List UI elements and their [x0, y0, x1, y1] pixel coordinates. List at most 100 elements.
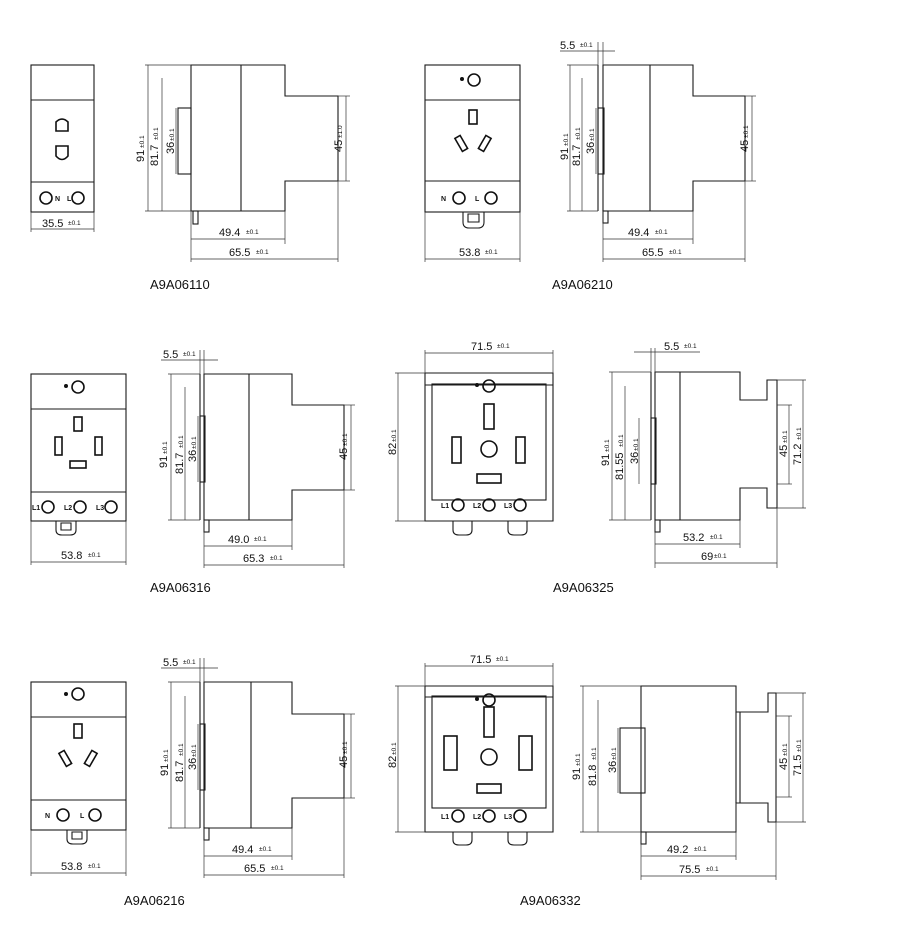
socket-pin-ground-icon: [69, 460, 87, 469]
svg-text:±0.1: ±0.1: [669, 249, 682, 256]
svg-text:81.8: 81.8: [587, 765, 599, 786]
svg-text:71.5: 71.5: [471, 341, 492, 353]
svg-text:L2: L2: [473, 503, 481, 510]
socket-pin-icon: [451, 436, 462, 464]
svg-text:91: 91: [158, 456, 170, 468]
svg-text:±0.1: ±0.1: [618, 434, 625, 447]
terminal-screw-icon: [88, 808, 102, 822]
drawing-a9a06110: N L 35.5 ±0.1 91 ±0.1 81.7 ±0.1 36 ±0.1: [30, 64, 350, 292]
drawing-a9a06210: N L 53.8 ±0.1 5.5 ±0.1 91 ±0.1: [424, 40, 756, 292]
svg-text:L1: L1: [32, 505, 40, 512]
svg-text:±0.1: ±0.1: [162, 441, 169, 454]
socket-pin-bottom-icon: [55, 145, 69, 161]
socket-pin-icon: [483, 706, 495, 738]
svg-text:±0.1: ±0.1: [342, 741, 349, 754]
svg-text:82: 82: [387, 443, 399, 455]
front-view: L1 L2 L3 71.5 ±0.1 82 ±0.1: [387, 341, 554, 536]
socket-pin-icon: [515, 436, 526, 464]
svg-text:36: 36: [187, 758, 199, 770]
svg-text:±0.1: ±0.1: [563, 133, 570, 146]
terminal-screw-icon: [484, 191, 498, 205]
front-view: L1 L2 L3 53.8 ±0.1: [30, 373, 127, 565]
svg-text:±0.1: ±0.1: [485, 249, 498, 256]
din-clip-icon: [452, 832, 473, 846]
terminal-label-n: N: [55, 196, 60, 203]
svg-text:53.8: 53.8: [61, 861, 82, 873]
svg-text:91: 91: [600, 454, 612, 466]
led-icon: [64, 384, 68, 388]
led-icon: [460, 77, 464, 81]
svg-text:±0.1: ±0.1: [714, 553, 727, 560]
svg-text:49.4: 49.4: [232, 844, 253, 856]
svg-text:49.4: 49.4: [628, 227, 649, 239]
svg-text:±0.1: ±0.1: [88, 863, 101, 870]
socket-pin-icon: [57, 749, 73, 768]
model-caption: A9A06110: [150, 277, 210, 292]
side-view: 5.5 ±0.1 91 ±0.1 81.7 ±0.1 36 ±0.1 45 ±0…: [559, 40, 756, 262]
indicator-icon: [467, 73, 481, 87]
svg-text:±0.1: ±0.1: [591, 747, 598, 760]
socket-pin-icon: [83, 749, 99, 768]
svg-text:±0.1: ±0.1: [694, 846, 707, 853]
terminal-screw-icon: [452, 191, 466, 205]
svg-text:±0.1: ±0.1: [391, 429, 398, 442]
socket-pin-icon: [477, 134, 493, 153]
svg-text:49.2: 49.2: [667, 844, 688, 856]
drawing-a9a06325: L1 L2 L3 71.5 ±0.1 82 ±0.1 5.: [387, 341, 806, 595]
svg-text:L1: L1: [441, 814, 449, 821]
front-view: N L 35.5 ±0.1: [30, 64, 95, 232]
svg-text:±0.1: ±0.1: [191, 436, 198, 449]
terminal-screw-icon: [39, 191, 53, 205]
svg-text:A9A06210: A9A06210: [552, 277, 613, 292]
terminal-screw-icon: [41, 500, 55, 514]
terminal-screw-icon: [56, 808, 70, 822]
drawing-a9a06332: L1 L2 L3 71.5 ±0.1 82 ±0.1 91: [387, 654, 806, 908]
terminal-screw-icon: [482, 498, 496, 512]
socket-pin-icon: [518, 735, 533, 771]
svg-text:±0.1: ±0.1: [178, 743, 185, 756]
terminal-screw-icon: [451, 809, 465, 823]
led-icon: [64, 692, 68, 696]
svg-text:75.5: 75.5: [679, 864, 700, 876]
svg-text:A9A06332: A9A06332: [520, 893, 581, 908]
svg-text:45: 45: [778, 758, 790, 770]
svg-text:±0.1: ±0.1: [163, 749, 170, 762]
svg-text:45: 45: [338, 448, 350, 460]
svg-text:5.5: 5.5: [163, 657, 178, 669]
socket-pin-icon: [54, 436, 63, 456]
svg-text:±0.1: ±0.1: [139, 135, 146, 148]
svg-text:±0.1: ±0.1: [796, 427, 803, 440]
terminal-screw-icon: [73, 500, 87, 514]
terminal-screw-icon: [451, 498, 465, 512]
side-view: 5.5 ±0.1 91 ±0.1 81.7 ±0.1 36 ±0.1 45 ±0…: [158, 349, 355, 568]
terminal-screw-icon: [513, 809, 527, 823]
led-icon: [475, 697, 479, 701]
front-view: L1 L2 L3 71.5 ±0.1 82 ±0.1: [387, 654, 554, 846]
terminal-screw-icon: [71, 191, 85, 205]
svg-text:±0.1: ±0.1: [191, 744, 198, 757]
svg-text:81.7: 81.7: [174, 761, 186, 782]
svg-text:±0.1: ±0.1: [589, 128, 596, 141]
socket-pin-icon: [73, 416, 83, 432]
svg-text:±0.1: ±0.1: [604, 439, 611, 452]
svg-text:53.8: 53.8: [459, 247, 480, 259]
indicator-icon: [482, 693, 496, 707]
svg-text:±0.1: ±0.1: [575, 753, 582, 766]
face-dim: 45: [333, 140, 345, 152]
svg-text:N: N: [441, 196, 446, 203]
svg-text:L3: L3: [504, 814, 512, 821]
socket-pin-ground-icon: [476, 473, 502, 484]
socket-pin-icon: [443, 735, 458, 771]
svg-text:L2: L2: [64, 505, 72, 512]
din-clip-icon: [55, 521, 77, 536]
terminal-screw-icon: [104, 500, 118, 514]
svg-text:45: 45: [778, 445, 790, 457]
svg-text:±0.1: ±0.1: [391, 742, 398, 755]
svg-text:±0.1: ±0.1: [270, 555, 283, 562]
tol-label: ±0.1: [68, 220, 81, 227]
svg-text:36: 36: [187, 450, 199, 462]
svg-text:65.5: 65.5: [244, 863, 265, 875]
led-icon: [475, 383, 479, 387]
svg-text:71.5: 71.5: [792, 755, 804, 776]
